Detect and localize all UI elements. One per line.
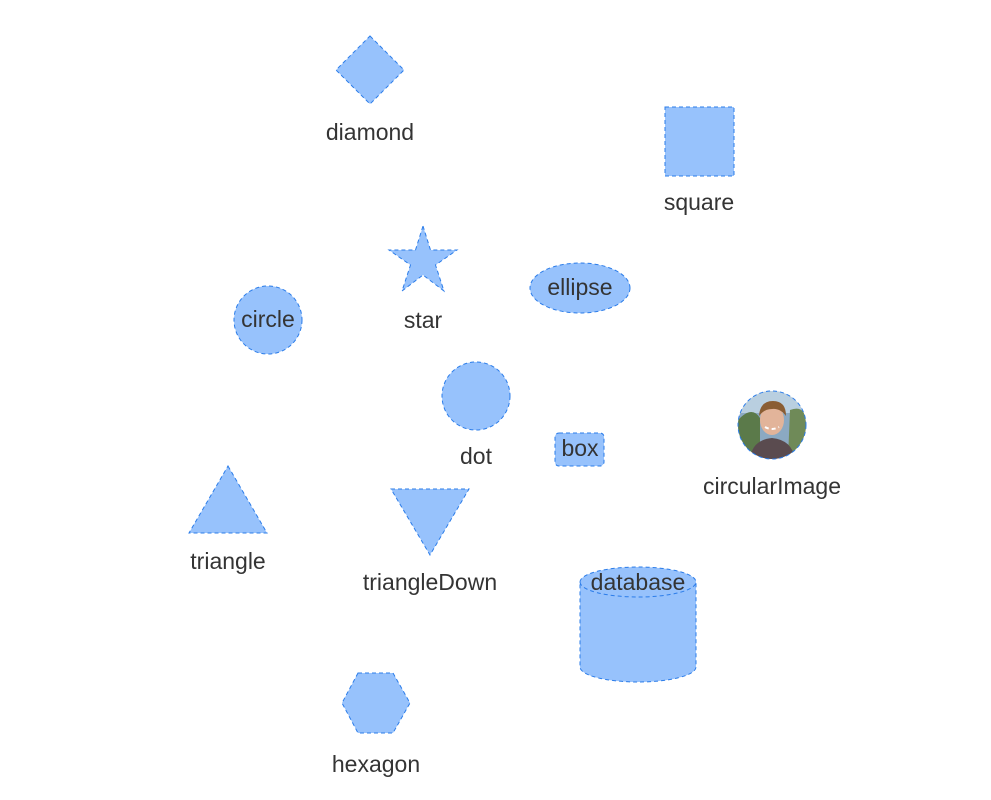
diamond-shape[interactable] bbox=[335, 35, 405, 105]
node-ellipse[interactable]: ellipse bbox=[529, 262, 631, 314]
database-shape[interactable] bbox=[579, 566, 697, 683]
node-label-diamond: diamond bbox=[326, 119, 414, 145]
node-label-star: star bbox=[404, 307, 443, 333]
box-shape[interactable] bbox=[554, 432, 605, 467]
node-database[interactable]: database bbox=[579, 566, 697, 683]
node-label-circularImage: circularImage bbox=[703, 473, 841, 499]
node-circularImage[interactable]: circularImage bbox=[703, 390, 841, 499]
ellipse-shape[interactable] bbox=[529, 262, 631, 314]
node-label-square: square bbox=[664, 189, 734, 215]
node-label-dot: dot bbox=[460, 443, 493, 469]
dot-shape[interactable] bbox=[441, 361, 511, 431]
triangle-shape[interactable] bbox=[188, 465, 268, 534]
node-hexagon[interactable]: hexagon bbox=[332, 672, 420, 777]
node-label-triangleDown: triangleDown bbox=[363, 569, 497, 595]
square-shape[interactable] bbox=[664, 106, 735, 177]
node-star[interactable]: star bbox=[387, 224, 459, 333]
circle-shape[interactable] bbox=[233, 285, 303, 355]
database-top-rim bbox=[579, 581, 697, 598]
node-label-ellipse: ellipse bbox=[547, 274, 612, 300]
node-circle[interactable]: circle bbox=[233, 285, 303, 355]
node-box[interactable]: box bbox=[554, 432, 605, 467]
node-diamond[interactable]: diamond bbox=[326, 35, 414, 145]
node-triangleDown[interactable]: triangleDown bbox=[363, 488, 497, 595]
node-label-hexagon: hexagon bbox=[332, 751, 420, 777]
circular-image-border bbox=[737, 390, 807, 460]
node-triangle[interactable]: triangle bbox=[188, 465, 268, 574]
node-label-triangle: triangle bbox=[190, 548, 265, 574]
node-label-database: database bbox=[591, 569, 686, 595]
node-label-box: box bbox=[561, 435, 599, 461]
star-shape[interactable] bbox=[387, 224, 459, 293]
node-label-circle: circle bbox=[241, 306, 295, 332]
node-dot[interactable]: dot bbox=[441, 361, 511, 469]
triangleDown-shape[interactable] bbox=[390, 488, 470, 556]
hexagon-shape[interactable] bbox=[341, 672, 411, 734]
node-square[interactable]: square bbox=[664, 106, 735, 215]
